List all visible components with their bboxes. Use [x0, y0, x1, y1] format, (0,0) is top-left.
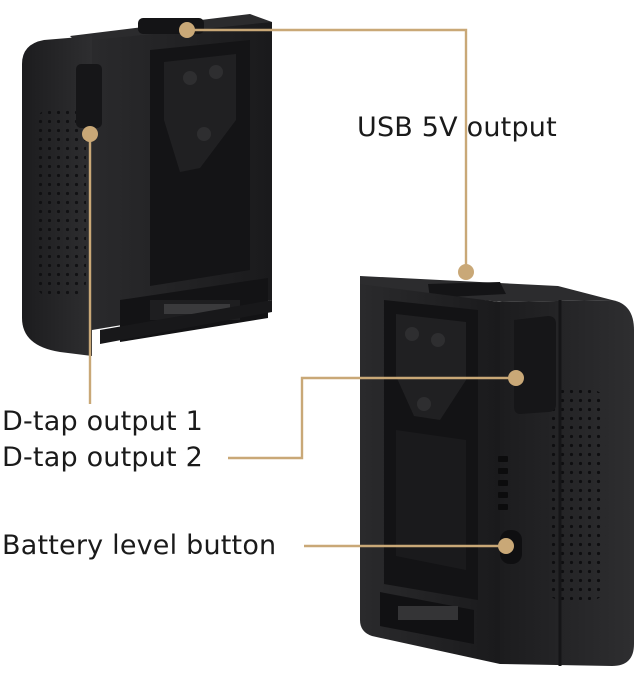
dtap-cover [514, 316, 556, 414]
callout-lines [88, 28, 516, 548]
dtap-cover [76, 64, 102, 128]
dtap-output-2-label: D-tap output 2 [2, 442, 204, 473]
battery-level-leds [498, 456, 508, 510]
battery-front-view [360, 276, 634, 666]
dtap-output-1-label: D-tap output 1 [2, 406, 204, 437]
battery-level-button-label: Battery level button [2, 530, 277, 561]
battery-rear-view [22, 14, 272, 356]
usb-output-label: USB 5V output [357, 112, 557, 143]
usb-port-cover [428, 282, 506, 298]
callout-dots [82, 22, 524, 554]
